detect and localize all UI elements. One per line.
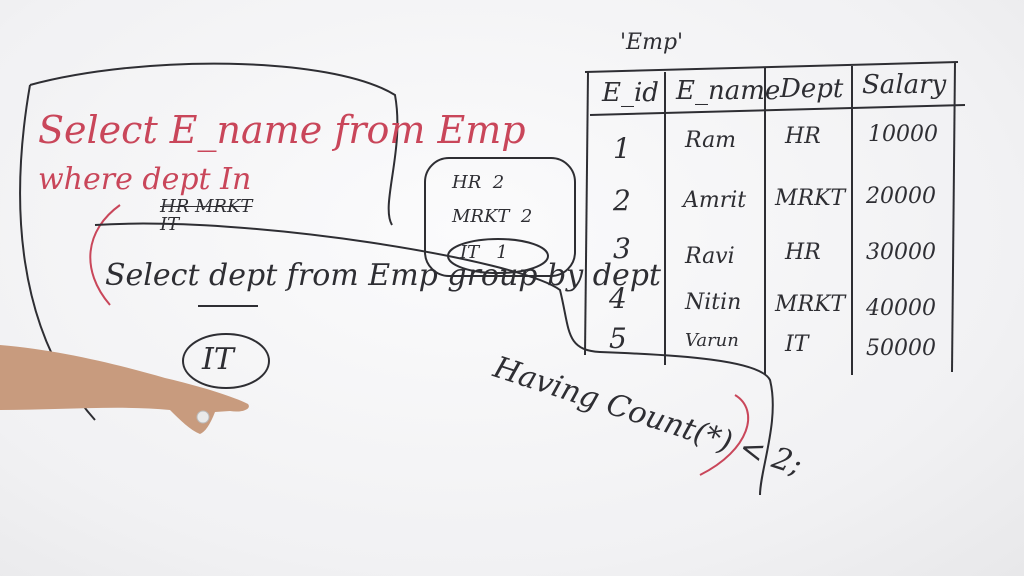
cell-salary-5: 50000 (866, 336, 936, 361)
cell-dept-3: HR (785, 240, 821, 265)
header-dept: Dept (780, 74, 844, 104)
cell-eid-1: 1 (613, 132, 631, 165)
cell-eid-4: 4 (609, 282, 627, 315)
cell-ename-4: Nitin (685, 290, 742, 315)
cell-dept-2: MRKT (775, 186, 846, 211)
cell-dept-4: MRKT (775, 292, 846, 317)
header-salary: Salary (862, 70, 947, 100)
group-mrkt: MRKT 2 (452, 206, 533, 227)
cell-ename-2: Amrit (683, 188, 747, 213)
cell-ename-3: Ravi (685, 244, 735, 269)
subquery-line: Select dept from Emp group by dept (105, 258, 661, 293)
header-eid: E_id (602, 78, 659, 108)
circled-result: IT (202, 342, 234, 377)
cell-salary-3: 30000 (866, 240, 936, 265)
cell-dept-5: IT (785, 332, 809, 357)
table-caption: 'Emp' (620, 30, 684, 55)
header-ename: E_name (676, 76, 781, 106)
query-line-1: Select E_name from Emp (38, 108, 526, 152)
crossed-values: HR MRKT (160, 196, 253, 217)
group-it: IT 1 (460, 242, 508, 263)
cell-ename-5: Varun (685, 330, 739, 351)
cell-salary-4: 40000 (866, 296, 936, 321)
cell-eid-3: 3 (613, 232, 631, 265)
result-value: IT (160, 214, 180, 235)
cell-salary-2: 20000 (866, 184, 936, 209)
cell-eid-5: 5 (609, 322, 627, 355)
cell-dept-1: HR (785, 124, 821, 149)
query-line-2: where dept In (38, 162, 252, 197)
cell-eid-2: 2 (613, 184, 631, 217)
cell-ename-1: Ram (685, 128, 737, 153)
group-hr: HR 2 (452, 172, 505, 193)
cell-salary-1: 10000 (868, 122, 938, 147)
